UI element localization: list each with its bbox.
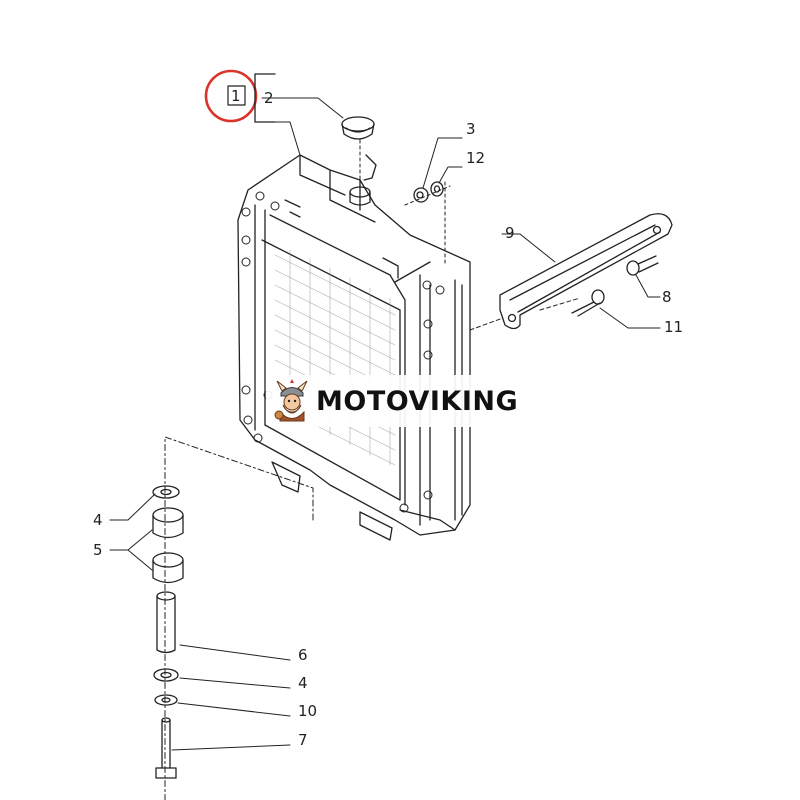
callout-label-4-bottom: 4: [298, 674, 308, 692]
watermark-brand-text: MOTOVIKING: [316, 385, 519, 417]
callout-label-12: 12: [466, 149, 485, 167]
mounting-bracket-part-9: [499, 213, 673, 330]
washer-part-4-bottom: [153, 668, 179, 682]
callout-label-10: 10: [298, 702, 317, 720]
callout-1-highlight-circle: [204, 69, 258, 123]
callout-label-8: 8: [662, 288, 672, 306]
callout-label-11: 11: [664, 318, 683, 336]
callout-1-box: [227, 85, 246, 106]
bolt-part-11: [571, 289, 605, 317]
callout-label-6: 6: [298, 646, 308, 664]
callout-label-4-top: 4: [93, 511, 103, 529]
radiator-core: [237, 154, 471, 541]
rubber-mount-part-5-upper: [152, 507, 184, 539]
mount-centerline: [164, 436, 314, 800]
radiator-cap: [341, 116, 375, 140]
stud-centerline: [404, 181, 451, 266]
callout-label-3: 3: [466, 120, 476, 138]
bracket-centerline: [469, 297, 581, 331]
callout-label-7: 7: [298, 731, 308, 749]
leader-lines: [109, 97, 661, 751]
callout-label-9: 9: [505, 224, 515, 242]
watermark: MOTOVIKING: [266, 375, 536, 427]
rubber-mount-part-5-lower: [152, 552, 184, 584]
bolt-part-7: [155, 717, 177, 779]
callout-1-bracket: [254, 73, 276, 123]
radiator-fins: [274, 249, 396, 466]
washer-part-12: [430, 181, 444, 197]
washer-part-10: [154, 694, 178, 706]
callout-label-5: 5: [93, 541, 103, 559]
washer-part-4-top: [152, 485, 180, 499]
viking-mascot-icon: [274, 379, 308, 422]
callout-label-2: 2: [264, 89, 274, 107]
filler-neck: [349, 154, 377, 206]
radiator-bolt-heads: [241, 191, 445, 513]
spacer-tube-part-6: [156, 591, 176, 654]
callout-label-1: 1: [231, 87, 241, 105]
bolt-part-8: [626, 255, 659, 276]
